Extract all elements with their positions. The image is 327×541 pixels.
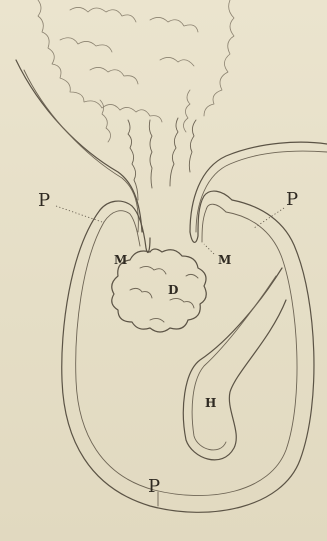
fold-right — [190, 191, 232, 242]
h-pouch — [183, 268, 286, 460]
label-p-bottom: P — [148, 478, 160, 496]
fold-left — [100, 201, 150, 252]
lobulated-mass — [38, 0, 234, 200]
leader-p-left — [56, 206, 102, 222]
leader-m-right — [204, 244, 214, 254]
label-d: D — [168, 284, 178, 296]
sac-outer — [62, 200, 314, 512]
leader-p-right — [254, 208, 284, 228]
label-p-right: P — [286, 191, 298, 209]
label-h: H — [205, 397, 216, 409]
label-p-left: P — [38, 192, 50, 210]
label-m-right: M — [218, 254, 231, 266]
label-m-left: M — [114, 254, 127, 266]
sac-inner — [76, 212, 297, 496]
outer-membrane-right — [190, 142, 327, 232]
outer-membrane-left — [16, 60, 142, 232]
